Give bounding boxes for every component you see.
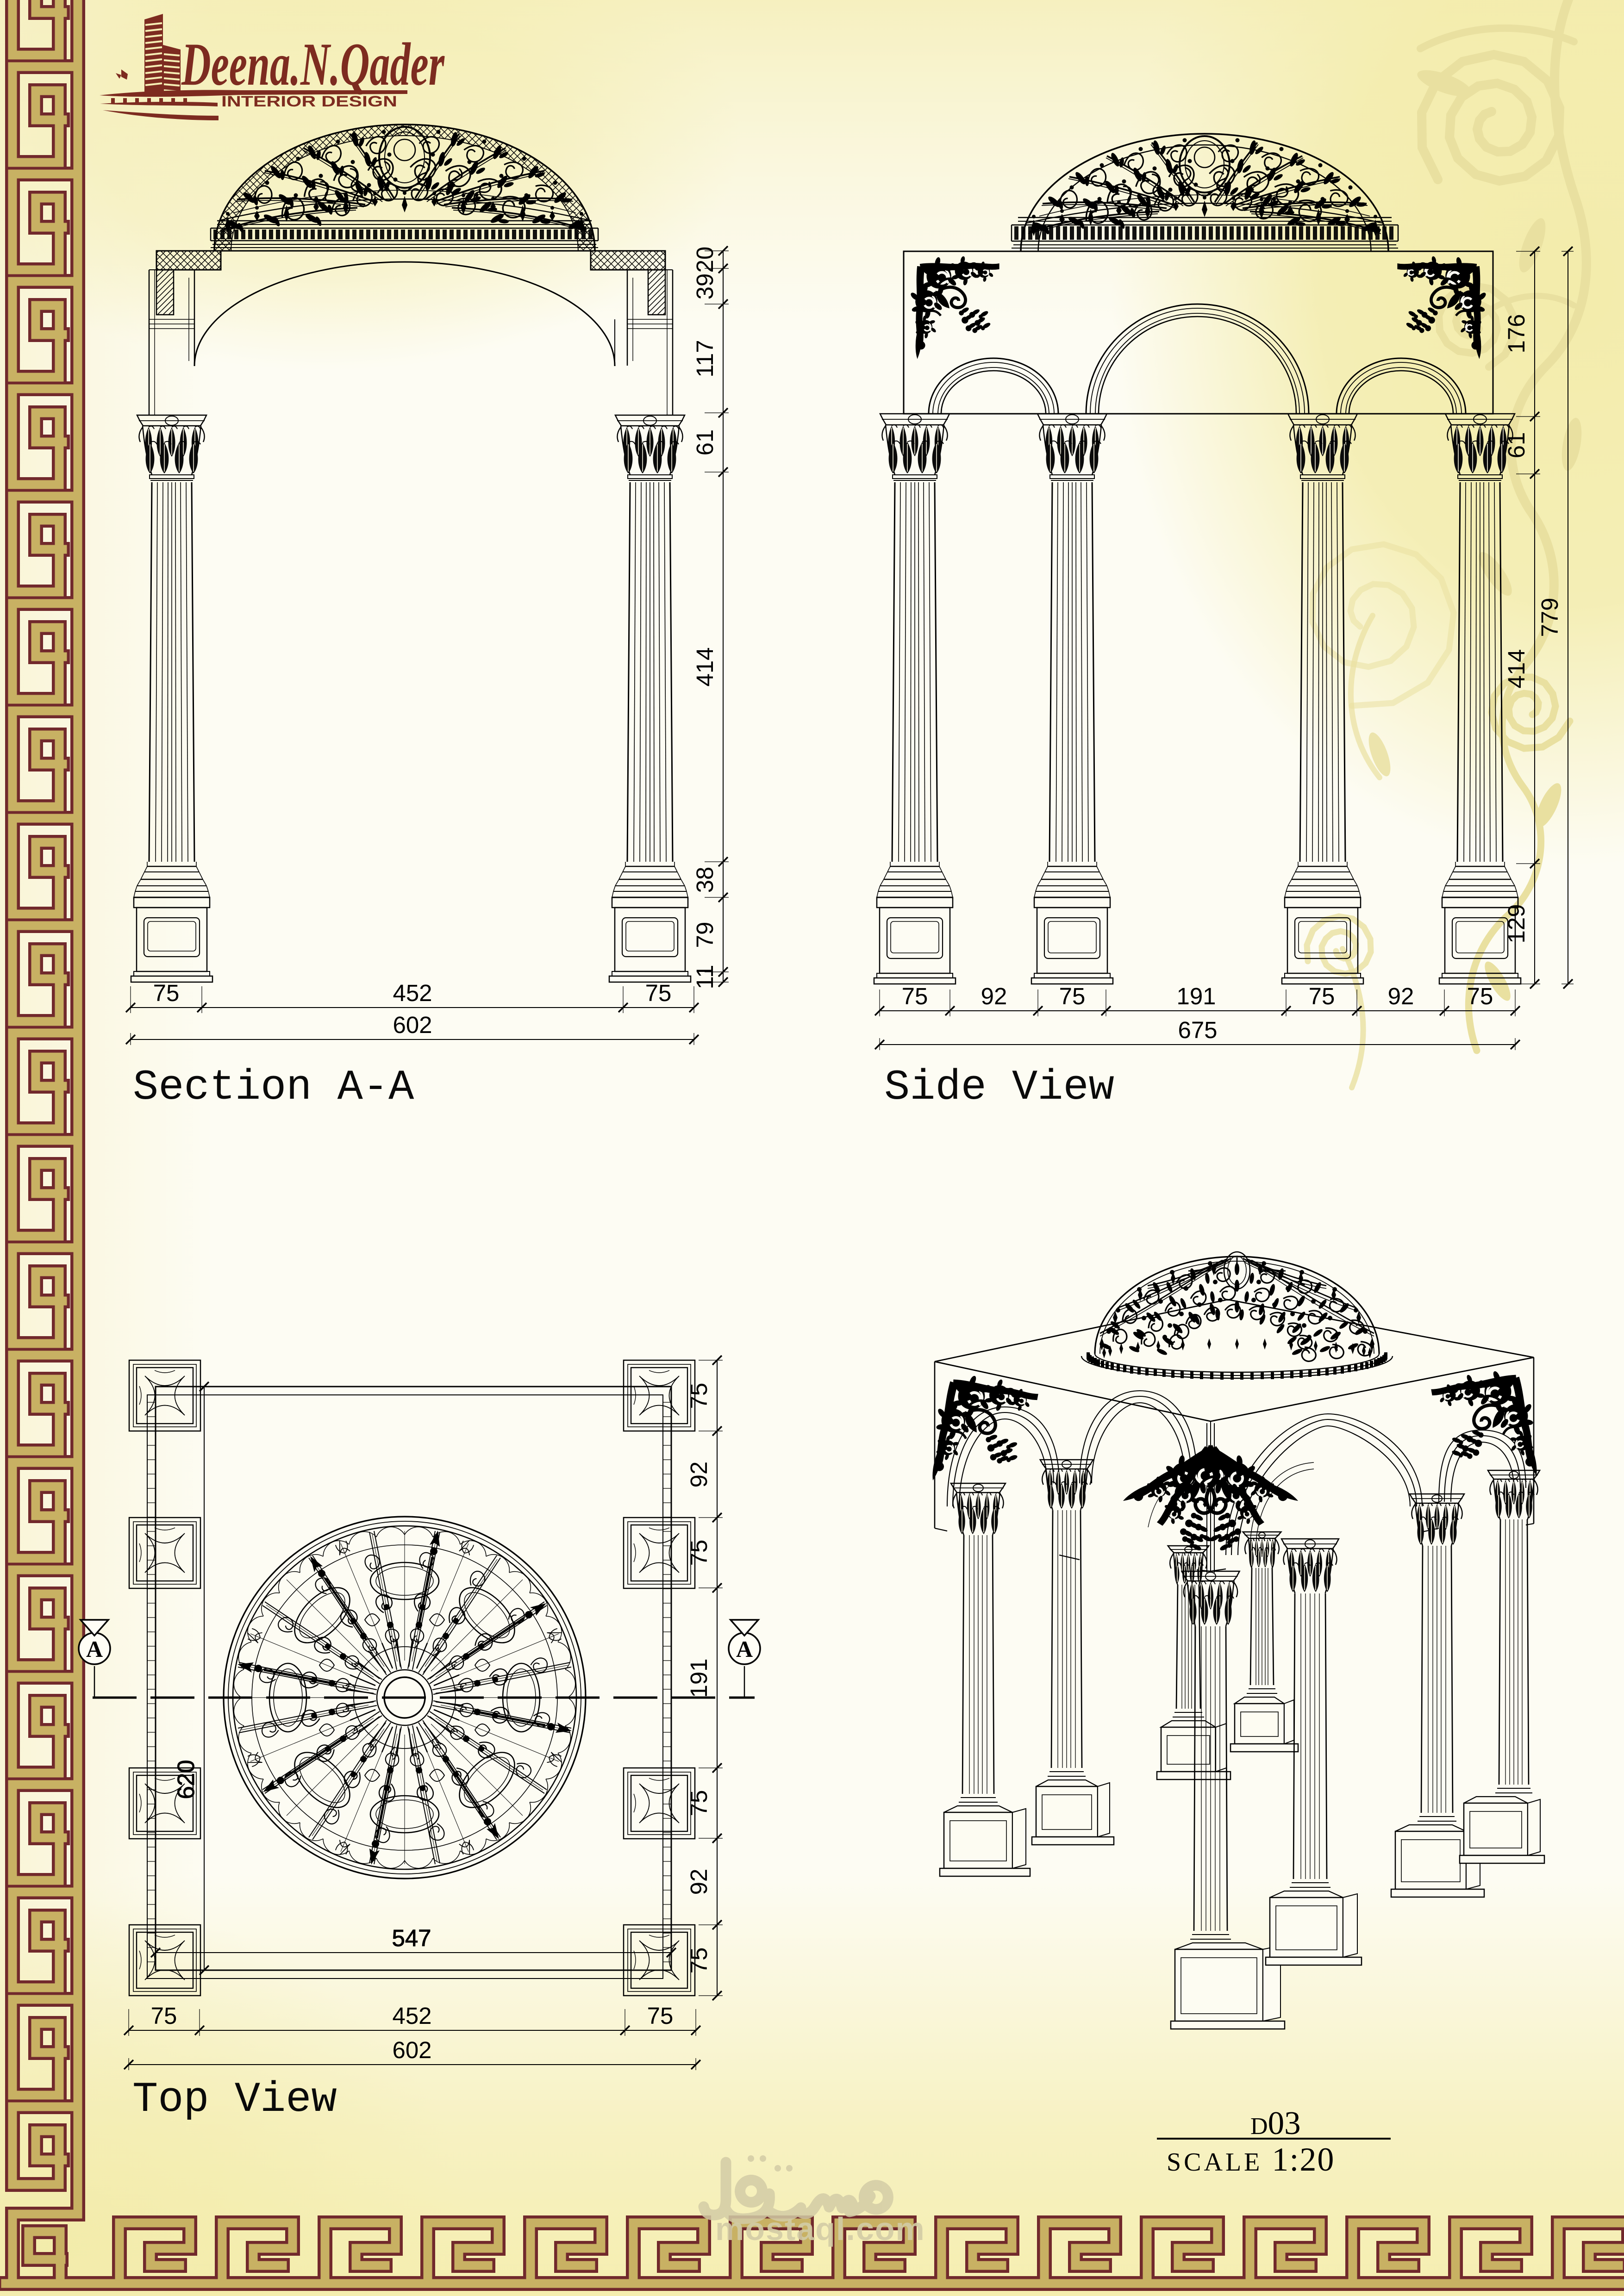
svg-text:75: 75 — [686, 1948, 712, 1974]
svg-text:92: 92 — [981, 983, 1007, 1009]
svg-text:75: 75 — [1059, 983, 1086, 1009]
svg-text:452: 452 — [393, 980, 432, 1006]
svg-text:414: 414 — [1503, 649, 1530, 688]
svg-text:75: 75 — [1309, 983, 1335, 1009]
svg-text:75: 75 — [1467, 983, 1493, 1009]
svg-text:75: 75 — [647, 2003, 674, 2029]
svg-text:117: 117 — [692, 340, 718, 377]
svg-text:191: 191 — [1176, 983, 1216, 1009]
svg-text:547: 547 — [392, 1925, 431, 1951]
svg-text:mostaql.com: mostaql.com — [715, 2211, 925, 2247]
svg-text:414: 414 — [692, 647, 718, 686]
svg-text:452: 452 — [392, 2003, 431, 2029]
svg-text:75: 75 — [686, 1540, 712, 1566]
svg-text:61: 61 — [692, 429, 718, 456]
svg-text:75: 75 — [686, 1790, 712, 1817]
svg-text:92: 92 — [1388, 983, 1414, 1009]
svg-text:A: A — [86, 1636, 103, 1662]
svg-text:779: 779 — [1537, 597, 1563, 637]
svg-text:INTERIOR DESIGN: INTERIOR DESIGN — [221, 93, 397, 110]
svg-text:61: 61 — [1503, 432, 1530, 459]
svg-text:39: 39 — [692, 274, 718, 300]
svg-text:38: 38 — [692, 867, 718, 893]
svg-text:620: 620 — [173, 1760, 199, 1799]
svg-text:75: 75 — [902, 983, 928, 1009]
svg-text:191: 191 — [686, 1658, 712, 1698]
svg-text:75: 75 — [153, 980, 180, 1006]
svg-text:79: 79 — [692, 922, 718, 948]
svg-text:75: 75 — [686, 1383, 712, 1409]
svg-text:Side View: Side View — [884, 1063, 1114, 1112]
svg-text:129: 129 — [1503, 904, 1530, 943]
svg-text:92: 92 — [686, 1462, 712, 1488]
svg-text:176: 176 — [1503, 314, 1530, 353]
svg-text:602: 602 — [393, 1012, 432, 1038]
svg-text:75: 75 — [151, 2003, 177, 2029]
svg-text:Top View: Top View — [132, 2075, 337, 2124]
svg-text:92: 92 — [686, 1869, 712, 1895]
svg-text:602: 602 — [392, 2037, 431, 2063]
svg-text:20: 20 — [692, 247, 718, 273]
svg-text:D03: D03 — [1250, 2105, 1301, 2141]
svg-text:75: 75 — [645, 980, 672, 1006]
svg-text:11: 11 — [692, 965, 718, 989]
svg-text:A: A — [736, 1636, 753, 1662]
svg-text:Deena.N.Qader: Deena.N.Qader — [181, 30, 445, 98]
svg-text:675: 675 — [1178, 1017, 1217, 1043]
svg-text:Section A-A: Section A-A — [133, 1063, 414, 1112]
